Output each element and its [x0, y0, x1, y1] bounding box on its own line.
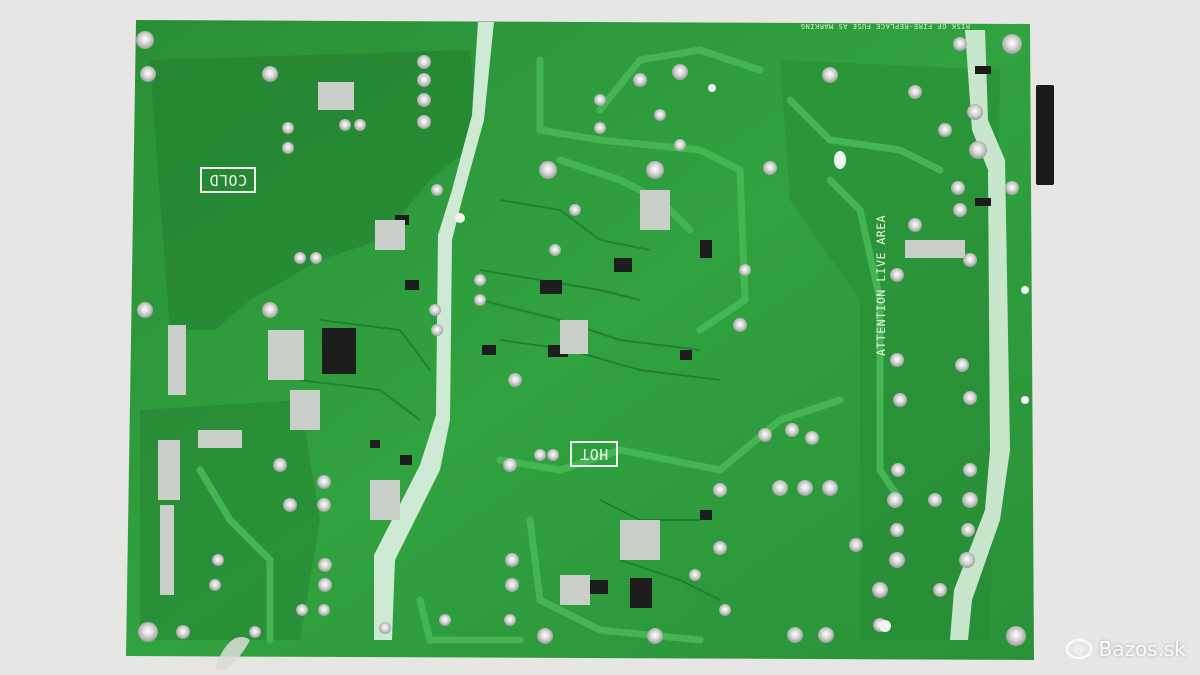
- smd-components: [322, 215, 712, 608]
- watermark-text: Bazos.sk: [1098, 637, 1187, 661]
- isolation-strip-right: [950, 30, 1010, 640]
- connector-clip-top: [975, 66, 991, 74]
- wire-tuft: [215, 637, 250, 670]
- cold-zone-label: COLD: [200, 167, 256, 193]
- bazos-logo-icon: @: [1065, 638, 1092, 660]
- isolation-strip-vertical: [374, 22, 494, 640]
- svg-text:@: @: [1073, 643, 1084, 656]
- connector-clip-bottom: [975, 198, 991, 206]
- mounting-holes: [455, 84, 1029, 632]
- fuse-warning-label: RISK OF FIRE-REPLACE FUSE AS MARKING: [800, 22, 970, 30]
- copper-area-right: [780, 60, 1000, 640]
- fine-traces: [299, 199, 721, 601]
- watermark: @ Bazos.sk: [1065, 637, 1187, 661]
- side-connector: [1036, 85, 1054, 185]
- solder-pads: [136, 31, 1026, 646]
- copper-area-cold: [150, 50, 480, 330]
- hot-zone-label: HOT: [570, 441, 618, 467]
- attention-live-area-label: ATTENTION LIVE AREA: [874, 214, 888, 356]
- resistor-arrays: [158, 82, 965, 605]
